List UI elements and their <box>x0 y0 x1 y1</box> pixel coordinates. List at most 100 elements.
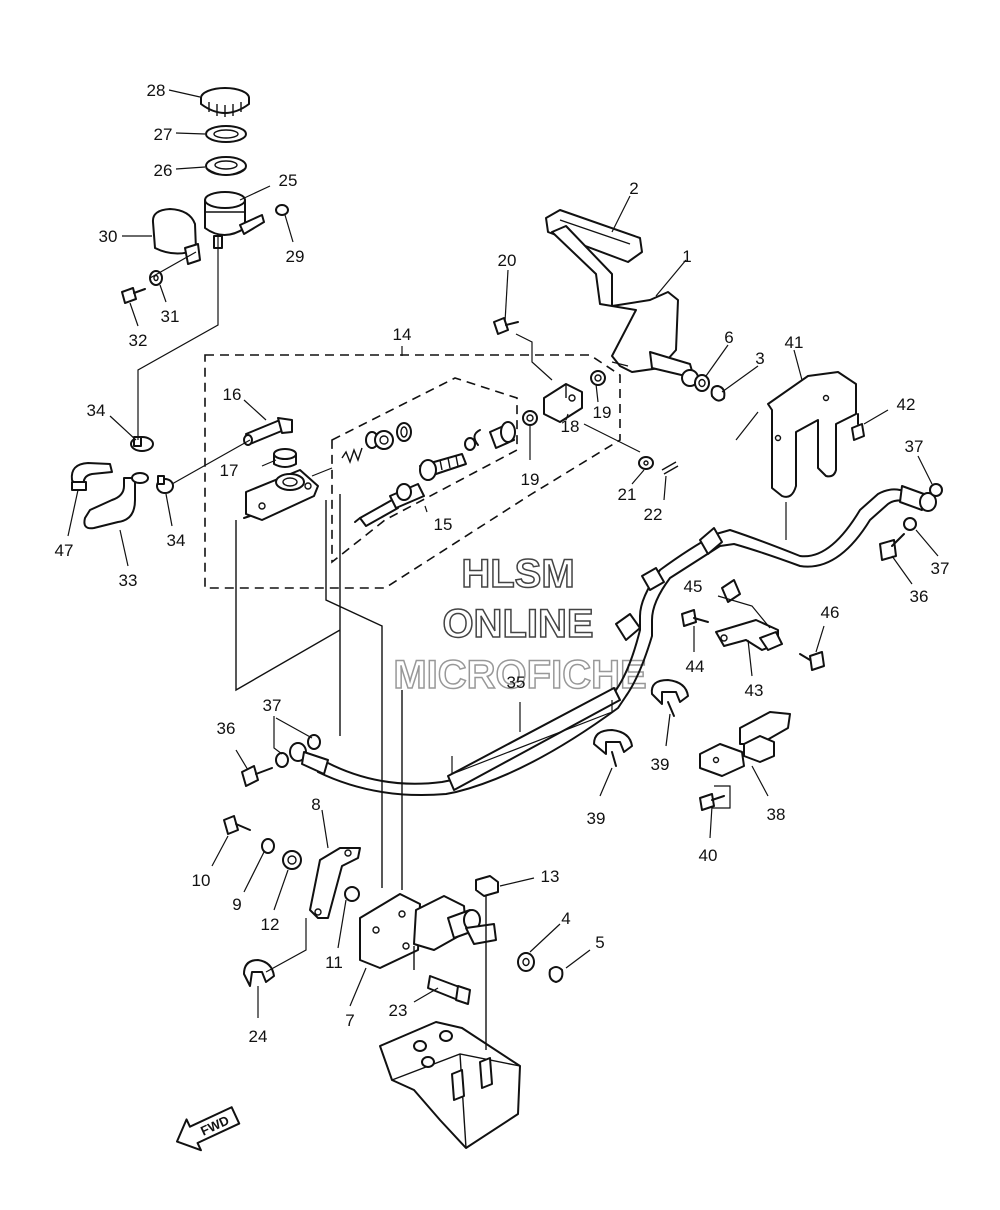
nut-19-upper <box>590 370 606 386</box>
callout-39-upper: 39 <box>651 755 670 774</box>
callout-39-lower: 39 <box>587 809 606 828</box>
callout-27: 27 <box>154 125 173 144</box>
watermark: HLSM ONLINE MICROFICHE <box>393 551 648 698</box>
washer-6 <box>694 374 710 392</box>
clip-24 <box>243 959 275 987</box>
circlip <box>473 429 481 446</box>
callout-29: 29 <box>286 247 305 266</box>
hose-fitting <box>131 472 149 484</box>
bracket-41 <box>767 371 857 498</box>
callout-labels: 28 27 26 25 29 30 31 32 34 47 33 34 14 1… <box>55 81 950 1046</box>
callout-5: 5 <box>595 933 604 952</box>
callout-25: 25 <box>279 171 298 190</box>
pivot-shaft <box>447 909 497 945</box>
callout-19-upper: 19 <box>593 403 612 422</box>
washer-37-left-b <box>307 734 321 750</box>
washer-31 <box>149 270 163 286</box>
spring <box>341 447 363 465</box>
hose-33 <box>83 477 136 530</box>
callout-38: 38 <box>767 805 786 824</box>
bolt-32 <box>121 287 146 304</box>
callout-47: 47 <box>55 541 74 560</box>
nut-19-lower <box>522 410 538 426</box>
callout-7: 7 <box>345 1011 354 1030</box>
pedal-pad-2 <box>545 209 643 263</box>
watermark-line2: ONLINE <box>442 602 593 646</box>
bolt-40 <box>699 793 725 811</box>
holder-26 <box>205 156 247 176</box>
callout-15: 15 <box>434 515 453 534</box>
bolt-44 <box>681 609 709 627</box>
callout-13: 13 <box>541 867 560 886</box>
bolt-20 <box>493 317 519 335</box>
bolt-42 <box>851 413 865 441</box>
brake-pedal-1 <box>551 225 699 387</box>
bracket-38 <box>699 711 791 777</box>
callout-22: 22 <box>644 505 663 524</box>
watermark-line1: HLSM <box>461 552 574 596</box>
clamp-34-lower <box>156 475 174 494</box>
reservoir-25 <box>204 191 265 249</box>
callout-4: 4 <box>561 909 570 928</box>
callout-30: 30 <box>99 227 118 246</box>
pushrod <box>419 453 467 481</box>
linkage-lines <box>235 494 487 1050</box>
callout-32: 32 <box>129 331 148 350</box>
stay-8 <box>309 847 361 919</box>
callout-34-lower: 34 <box>167 531 186 550</box>
nut-11 <box>344 886 360 902</box>
seal-17 <box>273 448 297 468</box>
banjo-end-right <box>899 485 937 512</box>
callout-43: 43 <box>745 681 764 700</box>
washer-21 <box>638 456 654 470</box>
callout-41: 41 <box>785 333 804 352</box>
hose-sleeve-35 <box>447 687 621 791</box>
callout-14: 14 <box>393 325 412 344</box>
callout-11: 11 <box>325 953 343 972</box>
callout-36-right: 36 <box>910 587 929 606</box>
bolt-36-right <box>879 533 905 561</box>
callout-20: 20 <box>498 251 517 270</box>
callout-19-lower: 19 <box>521 470 540 489</box>
callout-9: 9 <box>232 895 241 914</box>
callout-26: 26 <box>154 161 173 180</box>
callout-16: 16 <box>223 385 242 404</box>
callout-37-left: 37 <box>263 696 282 715</box>
callout-10: 10 <box>192 871 211 890</box>
boot <box>489 421 516 449</box>
callout-8: 8 <box>311 795 320 814</box>
master-cylinder-body <box>243 469 319 521</box>
callout-42: 42 <box>897 395 916 414</box>
grommet-29 <box>275 204 289 216</box>
callout-24: 24 <box>249 1027 268 1046</box>
bracket-7 <box>359 893 467 969</box>
callout-1: 1 <box>682 247 691 266</box>
assembly-14-box <box>204 354 621 589</box>
callout-2: 2 <box>629 179 638 198</box>
clevis-18 <box>543 383 583 423</box>
hose-fitting-16 <box>243 417 293 446</box>
spring-clip-3 <box>710 385 726 402</box>
bolt-10 <box>223 815 251 835</box>
o-ring <box>396 483 412 501</box>
nut-13 <box>475 875 499 897</box>
banjo-end-left <box>289 742 329 775</box>
callout-37-right-a: 37 <box>905 437 924 456</box>
holder-43 <box>715 619 783 651</box>
callout-12: 12 <box>261 915 280 934</box>
watermark-line3: MICROFICHE <box>393 653 646 697</box>
callout-45: 45 <box>684 577 703 596</box>
callout-21: 21 <box>618 485 637 504</box>
collar-12 <box>282 850 302 870</box>
callout-44: 44 <box>686 657 705 676</box>
callout-6: 6 <box>724 328 733 347</box>
callout-23: 23 <box>389 1001 408 1020</box>
callout-37-right-b: 37 <box>931 559 950 578</box>
ring <box>464 437 476 451</box>
clamp-39-upper <box>650 679 689 717</box>
leader-lines <box>67 89 939 1018</box>
assembly-15-box <box>331 377 518 564</box>
callout-36-left: 36 <box>217 719 236 738</box>
circlip-5 <box>548 966 564 983</box>
